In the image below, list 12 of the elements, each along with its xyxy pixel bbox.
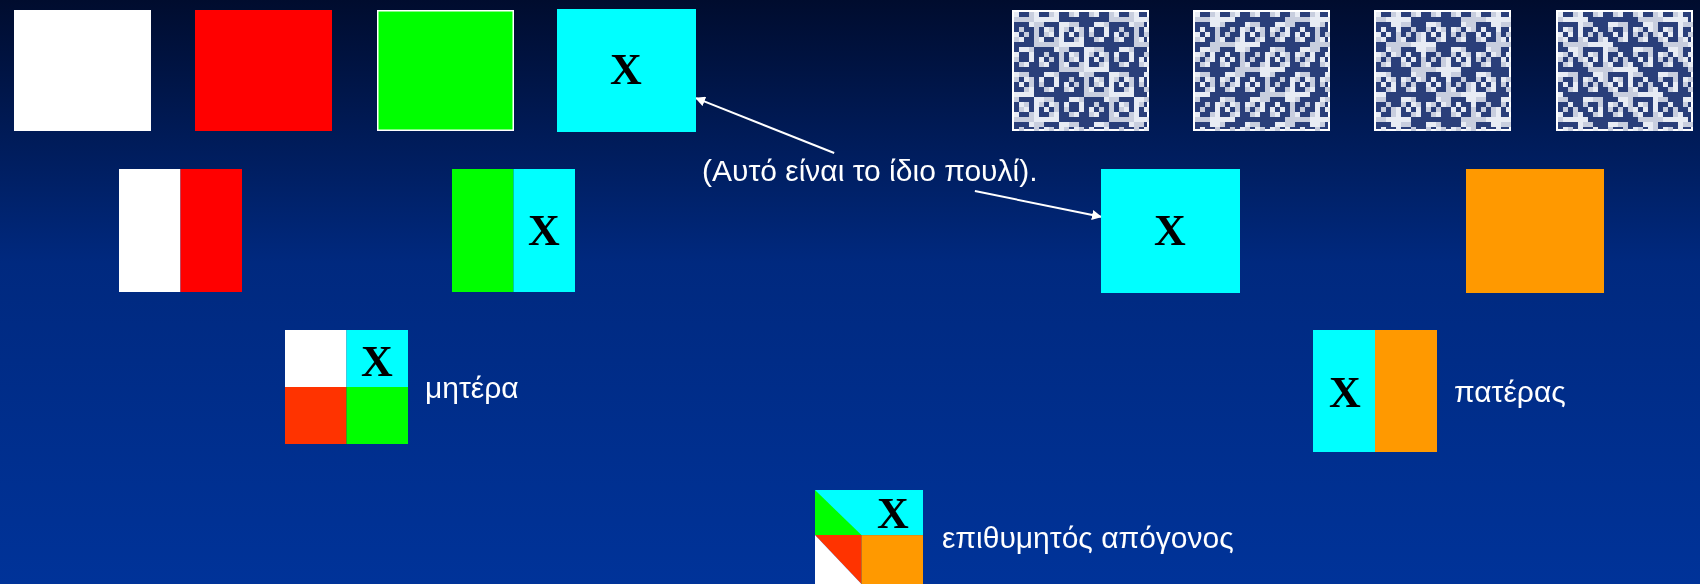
letter-label: X: [610, 48, 642, 92]
letter-label: X: [1154, 209, 1186, 253]
letter-label: X: [1329, 371, 1361, 415]
caption-text: μητέρα: [425, 370, 519, 406]
arrow: [695, 96, 836, 154]
letter-label: X: [528, 209, 560, 253]
caption-text: επιθυμητός απόγονος: [942, 520, 1234, 556]
arrow: [973, 190, 1102, 220]
annotation-text: (Αυτό είναι το ίδιο πουλί).: [702, 153, 1038, 189]
letter-label: X: [877, 492, 909, 536]
letter-label: X: [361, 340, 393, 384]
caption-text: πατέρας: [1454, 374, 1566, 410]
